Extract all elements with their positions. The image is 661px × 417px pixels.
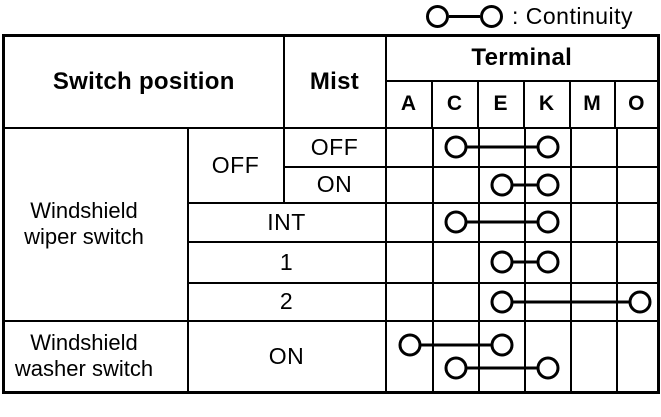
column-separator	[615, 167, 618, 202]
terminal-strip-cell	[384, 201, 660, 243]
continuity-node	[398, 333, 421, 357]
terminal-strip	[387, 283, 658, 320]
continuity-node	[536, 173, 559, 196]
position-cell-1: 1	[186, 240, 387, 284]
header-switch-position: Switch position	[2, 34, 285, 129]
terminal-strip-cell	[384, 281, 660, 322]
table-row-washer-on: Windshield washer switch ON	[2, 319, 660, 394]
terminal-letter-k: K	[522, 79, 571, 129]
column-separator	[431, 203, 434, 241]
terminal-strip	[387, 203, 658, 241]
terminal-letter-e: E	[476, 79, 525, 129]
terminal-strip	[387, 167, 658, 202]
column-separator	[615, 321, 618, 391]
continuity-link	[501, 183, 548, 186]
header-row-1: Switch position Mist Terminal	[2, 34, 660, 129]
terminal-strip	[387, 321, 658, 391]
position-cell-off: OFF	[186, 126, 285, 204]
continuity-link	[455, 220, 548, 224]
terminal-strip-cell	[384, 165, 660, 204]
terminal-letter-m: M	[568, 79, 616, 129]
terminal-strip	[387, 128, 658, 166]
column-separator	[569, 203, 572, 241]
column-separator	[477, 321, 480, 391]
continuity-symbol-line	[449, 14, 480, 18]
terminal-letter-o: O	[613, 79, 660, 129]
table-row-wiper-1: 1	[4, 240, 660, 284]
terminal-letter-a: A	[384, 79, 433, 129]
continuity-link	[409, 343, 502, 347]
continuity-node	[536, 250, 559, 274]
continuity-node	[490, 250, 513, 274]
terminal-strip-cell	[384, 319, 660, 394]
column-separator	[569, 242, 572, 282]
continuity-node	[628, 290, 651, 313]
position-cell-2: 2	[186, 281, 387, 322]
switch-continuity-table: Switch position Mist Terminal A C E K M …	[2, 34, 660, 394]
column-separator	[569, 321, 572, 391]
column-separator	[431, 242, 434, 282]
continuity-node	[536, 135, 559, 159]
terminal-strip-cell	[384, 126, 660, 168]
continuity-link	[501, 260, 548, 264]
table-row-wiper-off-mist-on: ON	[4, 165, 660, 204]
header-terminal: Terminal	[384, 34, 660, 82]
column-separator	[615, 128, 618, 166]
table-row-wiper-int: INT	[4, 201, 660, 243]
continuity-symbol-circle-right	[480, 4, 503, 28]
continuity-node	[444, 210, 467, 234]
continuity-node	[490, 173, 513, 196]
legend-label: : Continuity	[512, 2, 634, 29]
position-cell-washer-on: ON	[186, 319, 387, 394]
column-separator	[569, 128, 572, 166]
terminal-strip-cell	[384, 240, 660, 284]
wiper-switch-label: Windshield wiper switch	[24, 197, 144, 249]
continuity-link	[501, 300, 640, 303]
terminal-letter-c: C	[430, 79, 479, 129]
continuity-node	[490, 333, 513, 357]
column-separator	[431, 167, 434, 202]
continuity-link	[455, 366, 548, 370]
column-separator	[477, 283, 480, 320]
column-separator	[569, 167, 572, 202]
continuity-node	[444, 356, 467, 380]
continuity-node	[444, 135, 467, 159]
mist-cell-on: ON	[282, 165, 387, 204]
terminal-strip	[387, 242, 658, 282]
header-row-terminals: A C E K M O	[4, 79, 660, 129]
column-separator	[431, 321, 434, 391]
column-separator	[431, 283, 434, 320]
mist-cell-off: OFF	[282, 126, 387, 168]
column-separator	[477, 242, 480, 282]
washer-switch-label: Windshield washer switch	[14, 329, 154, 382]
continuity-link	[455, 145, 548, 149]
continuity-node	[536, 356, 559, 380]
column-separator	[615, 203, 618, 241]
washer-switch-label-cell: Windshield washer switch	[2, 319, 189, 394]
continuity-node	[490, 290, 513, 313]
table-row-wiper-2: 2	[4, 281, 660, 322]
continuity-symbol-circle-left	[426, 4, 449, 28]
continuity-node	[536, 210, 559, 234]
continuity-legend: : Continuity	[426, 3, 633, 29]
wiper-switch-label-cell: Windshield wiper switch	[2, 126, 189, 322]
table-row-wiper-off-mist-off: Windshield wiper switch OFF OFF	[2, 126, 660, 322]
column-separator	[615, 242, 618, 282]
header-mist: Mist	[282, 34, 387, 129]
column-separator	[477, 167, 480, 202]
position-cell-int: INT	[186, 201, 387, 243]
column-separator	[523, 321, 526, 391]
column-separator	[431, 128, 434, 166]
